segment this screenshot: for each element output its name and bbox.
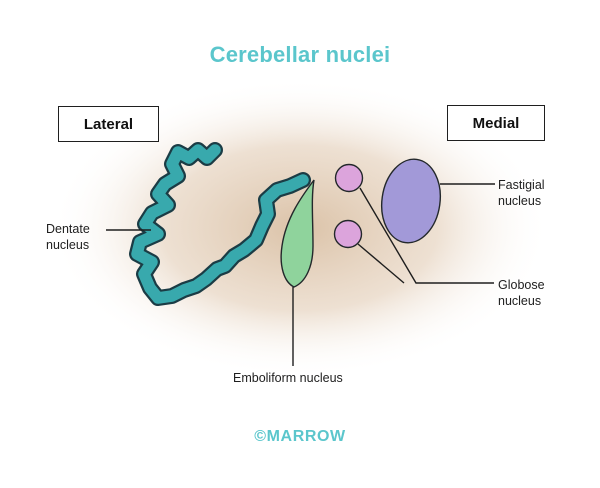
fastigial-label-line1: Fastigial bbox=[498, 178, 545, 192]
dentate-label-line1: Dentate bbox=[46, 222, 90, 236]
diagram-title: Cerebellar nuclei bbox=[209, 42, 391, 67]
fastigial-label: Fastigial nucleus bbox=[498, 177, 545, 209]
globose-nucleus-circle-upper bbox=[334, 163, 364, 193]
globose-label: Globose nucleus bbox=[498, 277, 545, 309]
lateral-box: Lateral bbox=[58, 106, 159, 142]
medial-box-label: Medial bbox=[472, 114, 520, 132]
globose-label-line2: nucleus bbox=[498, 294, 542, 308]
globose-leader-line-upper bbox=[359, 187, 494, 284]
marrow-watermark: ©MARROW bbox=[254, 428, 346, 445]
emboliform-nucleus-shape bbox=[280, 179, 315, 288]
globose-nucleus-circle-lower bbox=[333, 219, 363, 249]
globose-label-line1: Globose bbox=[498, 278, 545, 292]
globose-leader-line-lower bbox=[357, 243, 405, 284]
lateral-box-label: Lateral bbox=[83, 115, 134, 133]
emboliform-label: Emboliform nucleus bbox=[233, 371, 343, 385]
dentate-label-line2: nucleus bbox=[46, 238, 90, 252]
dentate-nucleus-shape bbox=[129, 142, 311, 306]
fastigial-label-line2: nucleus bbox=[498, 194, 542, 208]
dentate-label: Dentate nucleus bbox=[46, 221, 90, 253]
medial-box: Medial bbox=[447, 105, 545, 141]
fastigial-nucleus-shape bbox=[380, 158, 442, 244]
